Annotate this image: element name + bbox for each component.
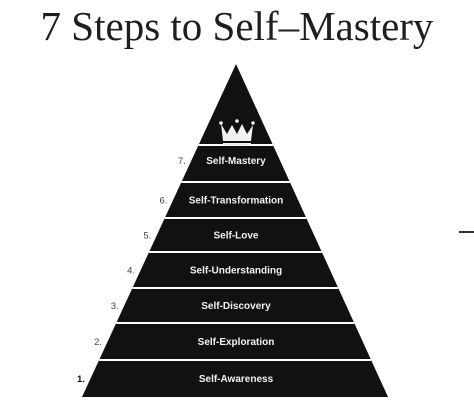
side-dash — [459, 231, 474, 233]
step-number: 6. — [160, 196, 168, 207]
step-number: 5. — [143, 231, 151, 242]
step-number: 7. — [178, 156, 186, 167]
step-label: Self-Transformation — [189, 196, 283, 207]
step-labels: Self-Awareness Self-Exploration Self-Disco… — [189, 156, 283, 385]
page-title: 7 Steps to Self–Mastery — [40, 3, 434, 49]
step-number: 4. — [127, 266, 135, 277]
step-label: Self-Discovery — [201, 301, 271, 312]
crown-icon — [219, 119, 255, 146]
step-number: 1. — [77, 374, 85, 385]
pyramid-separators — [99, 144, 372, 361]
step-number: 3. — [111, 301, 119, 312]
step-number: 2. — [94, 337, 102, 348]
step-label: Self-Exploration — [198, 337, 275, 348]
step-label: Self-Love — [213, 231, 258, 242]
step-label: Self-Mastery — [206, 156, 266, 167]
step-label: Self-Awareness — [199, 374, 274, 385]
step-numbers: 1. 2. 3. 4. 5. 6. 7. — [77, 156, 186, 385]
step-label: Self-Understanding — [190, 266, 282, 277]
pyramid-shape — [82, 64, 388, 397]
